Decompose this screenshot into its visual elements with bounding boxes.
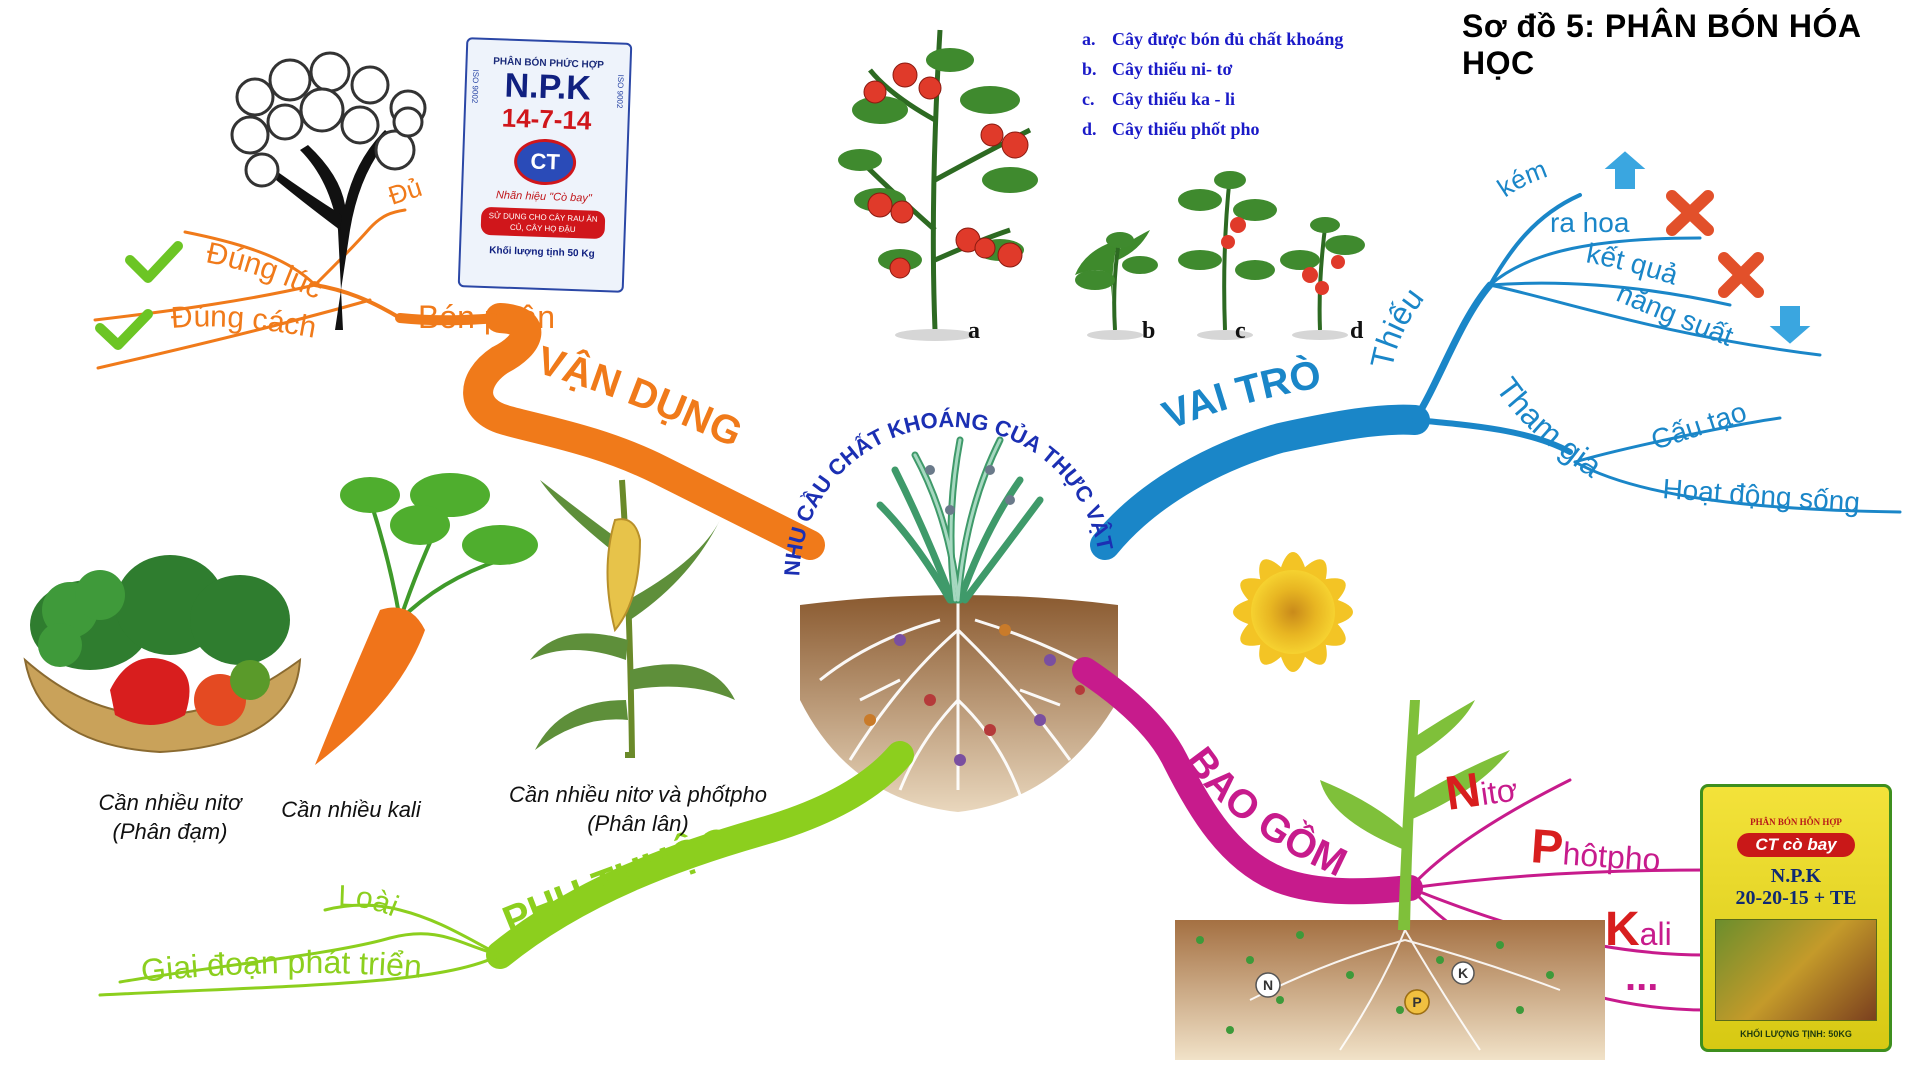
nang-suat-label: năng suất	[1612, 277, 1737, 352]
page-title: Sơ đồ 5: PHÂN BÓN HÓA HỌC	[1462, 8, 1861, 81]
loai-label: Loài	[338, 880, 403, 924]
fertilizer-bag-npk-14-7-14: ISO 9002 ISO 9002 PHÂN BÓN PHỨC HỢP N.P.…	[457, 37, 633, 293]
arrow-down-icon	[1764, 304, 1816, 347]
plant-letter-b: b	[1142, 318, 1155, 344]
soil-label-p: P	[1412, 994, 1421, 1010]
corn-icon	[530, 479, 735, 758]
branch-van-dung	[93, 208, 825, 560]
clock-tree-icon	[230, 51, 427, 330]
kem-label: kém	[1492, 154, 1551, 203]
center-image	[798, 436, 1118, 812]
photpho-label: Phôtpho	[1529, 820, 1662, 882]
giai-doan-label: Giai đoạn phát triển	[139, 944, 423, 989]
caption-vegetables: Cần nhiều nitơ (Phân đạm)	[98, 790, 242, 844]
crop-photo-icon	[1715, 919, 1877, 1021]
soil-label-k: K	[1458, 965, 1468, 981]
branch-vai-tro	[1090, 193, 1902, 560]
branch-phu-thuoc	[98, 741, 914, 997]
legend-item: b.Cây thiếu ni- tơ	[1082, 59, 1233, 79]
soil-label-n: N	[1263, 977, 1273, 993]
tham-gia-label: Tham gia	[1489, 371, 1608, 484]
plant-letter-a: a	[968, 318, 980, 344]
legend-item: a.Cây được bón đủ chất khoáng	[1082, 29, 1344, 49]
bon-phan-label: Bón phân	[418, 299, 555, 335]
plant-letter-c: c	[1235, 318, 1246, 344]
sunflower-icon	[1175, 552, 1605, 1060]
tomato-plant-icon	[838, 29, 1365, 341]
caption-carrot: Cần nhiều kali	[281, 797, 421, 822]
hoat-dong-song-label: Hoạt động sống	[1662, 473, 1861, 518]
thieu-label: Thiếu	[1363, 281, 1430, 372]
fertilizer-bag-npk-20-20-15: PHÂN BÓN HỖN HỢP CT cò bay N.P.K 20-20-1…	[1700, 784, 1892, 1052]
carrot-icon	[315, 473, 538, 765]
arrow-up-icon	[1599, 148, 1651, 191]
legend-item: d.Cây thiếu phốt pho	[1082, 119, 1260, 139]
more-label: ...	[1625, 955, 1658, 999]
ra-hoa-label: ra hoa	[1550, 207, 1630, 238]
brand-logo-icon: CT cò bay	[1737, 833, 1855, 857]
nito-label: Nitơ	[1442, 758, 1520, 820]
brand-logo-icon: CT	[513, 137, 577, 187]
vegetable-basket-icon	[23, 555, 302, 754]
plant-letter-d: d	[1350, 318, 1364, 344]
cross-icon	[1666, 190, 1764, 298]
cau-tao-label: Cấu tạo	[1647, 396, 1750, 456]
legend-item: c.Cây thiếu ka - li	[1082, 89, 1236, 109]
check-icon	[95, 241, 183, 350]
caption-corn: Cần nhiều nitơ và phốtpho (Phân lân)	[509, 782, 767, 836]
legend: a.Cây được bón đủ chất khoáng b.Cây thiế…	[1082, 24, 1343, 144]
du-label: Đủ	[385, 172, 426, 211]
kali-label: Kali	[1605, 903, 1672, 956]
